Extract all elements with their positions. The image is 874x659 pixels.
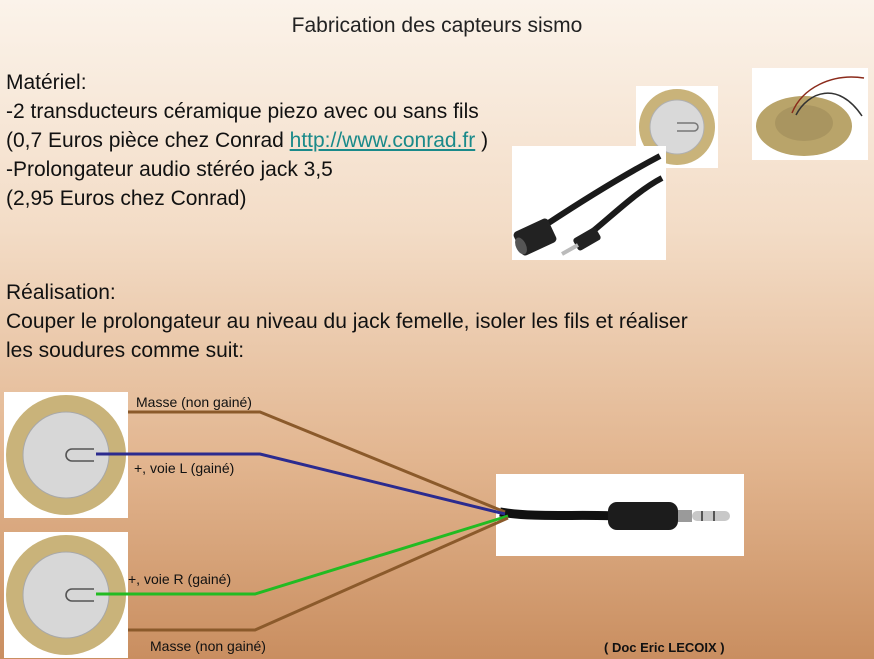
label-masse-bottom: Masse (non gainé) — [150, 638, 266, 654]
jack-extension-cable-photo — [512, 146, 666, 260]
materiel-line-prix-piezo: (0,7 Euros pièce chez Conrad http://www.… — [6, 126, 488, 155]
label-masse-top: Masse (non gainé) — [136, 394, 252, 410]
materiel-line-prix-prolongateur: (2,95 Euros chez Conrad) — [6, 187, 247, 210]
label-voie-r: +, voie R (gainé) — [128, 571, 232, 587]
voie-r-wire — [96, 514, 509, 596]
materiel-heading: Matériel: — [6, 71, 87, 94]
realisation-section: Réalisation: Couper le prolongateur au n… — [6, 278, 688, 365]
realisation-heading: Réalisation: — [6, 281, 116, 304]
page-title: Fabrication des capteurs sismo — [291, 14, 583, 37]
materiel-section: Matériel: -2 transducteurs céramique pie… — [6, 68, 488, 213]
materiel-line2-suffix: ) — [475, 129, 489, 152]
materiel-line2-prefix: (0,7 Euros pièce chez Conrad — [6, 129, 290, 152]
realisation-line-2: les soudures comme suit: — [6, 339, 245, 362]
credit-text: ( Doc Eric LECOIX ) — [604, 640, 725, 655]
conrad-link[interactable]: http://www.conrad.fr — [289, 129, 476, 152]
voie-l-wire — [96, 452, 506, 516]
piezo-with-wires-photo — [752, 68, 868, 160]
masse-bottom-wire — [128, 516, 509, 632]
realisation-line-1: Couper le prolongateur au niveau du jack… — [6, 310, 688, 333]
materiel-line-prolongateur: -Prolongateur audio stéréo jack 3,5 — [6, 158, 333, 181]
label-voie-l: +, voie L (gainé) — [134, 460, 235, 476]
jack-plug-photo — [496, 474, 744, 556]
materiel-line-transducteurs: -2 transducteurs céramique piezo avec ou… — [6, 100, 479, 123]
masse-top-wire — [128, 410, 506, 514]
